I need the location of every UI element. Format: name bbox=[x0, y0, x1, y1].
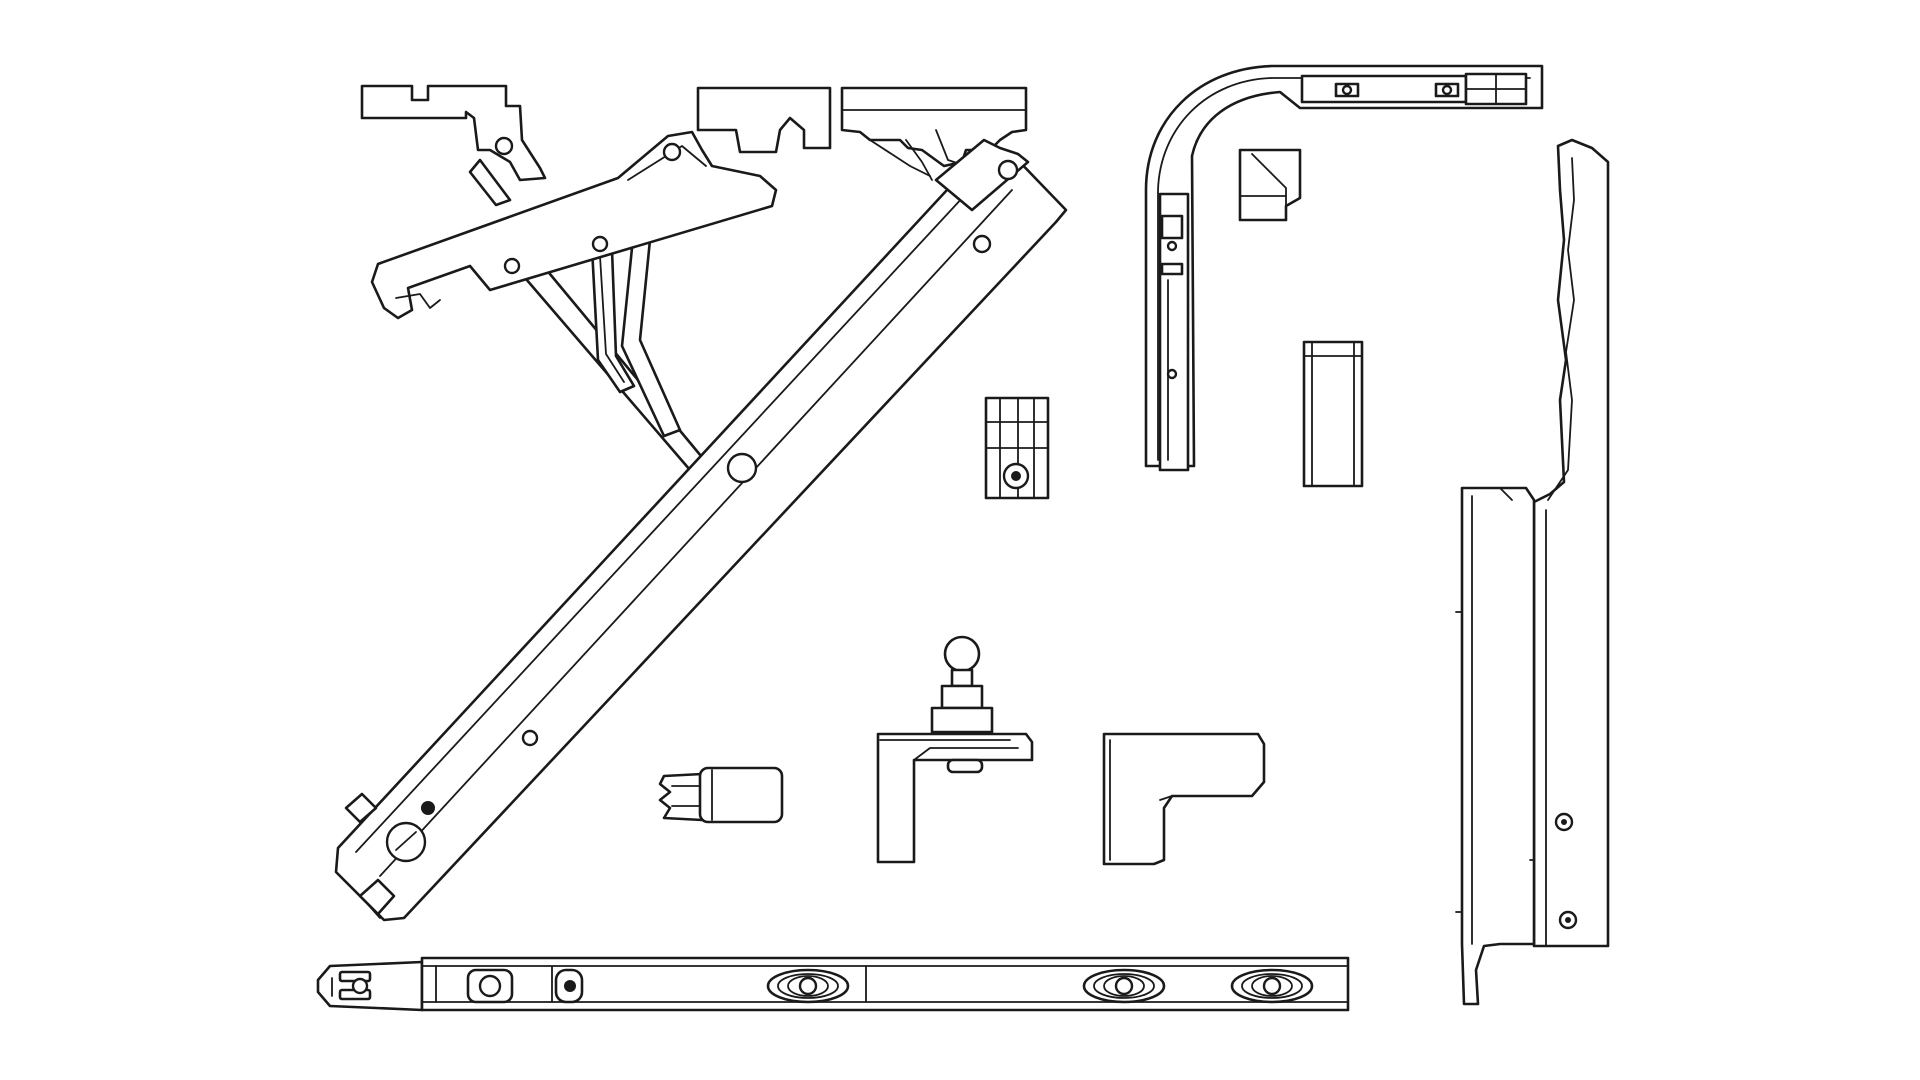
short-channel bbox=[1302, 340, 1364, 488]
corner-cap bbox=[1238, 148, 1302, 222]
track-roller-4 bbox=[1230, 968, 1314, 1004]
stay-arm-assembly bbox=[334, 84, 1068, 922]
bottom-slide-track bbox=[316, 956, 1350, 1012]
track-roller-1 bbox=[466, 968, 514, 1004]
ball-stud-bracket bbox=[876, 635, 1034, 864]
track-roller-3 bbox=[1082, 968, 1166, 1004]
tall-profile-bar bbox=[1455, 486, 1574, 1006]
track-end-stop bbox=[554, 968, 584, 1004]
top-pivot-bracket bbox=[360, 84, 547, 207]
l-bracket bbox=[1102, 732, 1266, 866]
curved-corner-track bbox=[1144, 64, 1544, 472]
clip-plug bbox=[658, 766, 784, 824]
sliding-block bbox=[984, 396, 1050, 500]
linkage-struts bbox=[518, 228, 708, 472]
long-vertical-stay bbox=[1532, 138, 1610, 948]
swing-arm bbox=[370, 130, 778, 320]
main-diagonal-arm bbox=[334, 138, 1068, 922]
track-roller-2 bbox=[766, 968, 850, 1004]
